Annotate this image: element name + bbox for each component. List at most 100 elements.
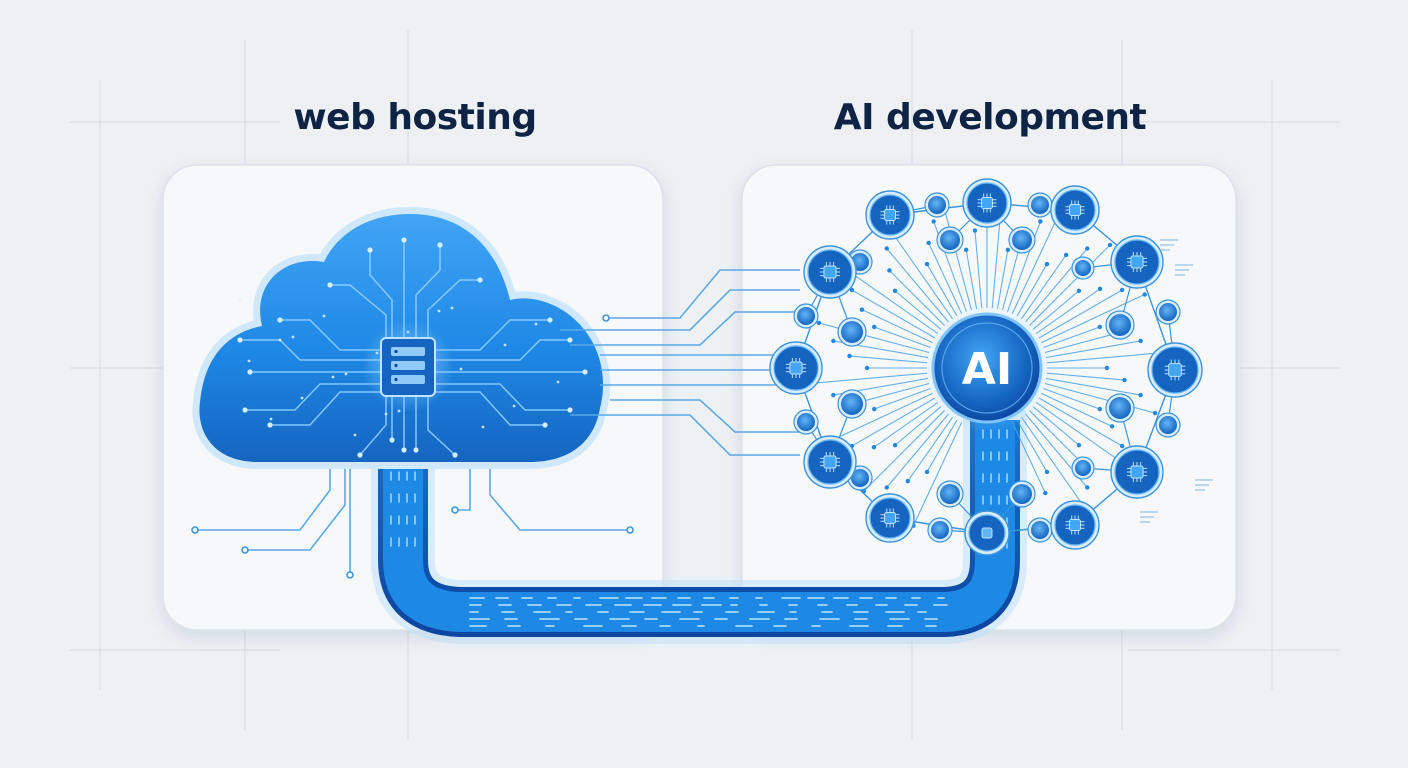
chip-icon	[1069, 519, 1081, 531]
trace-node	[389, 437, 395, 443]
sparkle	[269, 417, 273, 421]
hub-ray	[874, 326, 931, 348]
ray-tip	[831, 338, 836, 344]
trace-node	[247, 369, 253, 375]
ai-hub: AI	[921, 302, 1053, 434]
sparkle	[247, 359, 251, 363]
cloud-trace	[435, 339, 570, 361]
network-node-core	[1109, 397, 1131, 419]
hub-ray	[941, 199, 973, 311]
network-node-core	[797, 307, 815, 325]
network-node-core	[1031, 196, 1049, 214]
cloud-trace	[435, 383, 570, 411]
hub-ray	[1044, 331, 1121, 354]
hub-ray	[1043, 388, 1100, 410]
ray-tip	[892, 288, 898, 294]
hub-ray	[853, 382, 930, 405]
hub-ray	[874, 388, 931, 410]
trace-node	[327, 282, 333, 288]
left-trace-ends	[191, 506, 634, 579]
ray-tip	[1152, 410, 1158, 416]
sparkle	[534, 322, 538, 326]
sparkle	[437, 309, 441, 313]
ray-tip	[1142, 292, 1147, 297]
hub-ray	[1020, 416, 1088, 511]
network-node-core	[851, 469, 869, 487]
ray-tip	[931, 219, 936, 224]
hub-ray	[886, 413, 949, 488]
trace-node	[567, 337, 573, 343]
chip-icon	[1130, 255, 1144, 269]
sparkle	[278, 338, 282, 342]
chip-icon	[789, 361, 803, 375]
ray-tip	[816, 320, 822, 326]
ray-tip	[963, 247, 969, 253]
hub-ray	[813, 372, 928, 384]
ray-tip	[1109, 424, 1115, 429]
bridge-port	[602, 314, 610, 322]
trace-node	[567, 407, 573, 413]
hub-ray	[1045, 340, 1141, 359]
ray-tip	[887, 268, 892, 273]
hub-ray	[1044, 382, 1156, 414]
hub-ray	[1032, 406, 1080, 446]
hub-ray	[1038, 397, 1123, 447]
ray-tip	[1076, 442, 1082, 448]
hub-ray	[1046, 352, 1161, 364]
chip-icon	[1130, 465, 1144, 479]
network-node-core	[1109, 314, 1131, 336]
ray-tip	[872, 406, 877, 412]
ray-tip	[926, 240, 931, 246]
ray-tip	[1063, 252, 1069, 258]
ray-tip	[1097, 406, 1102, 412]
network-node-core	[928, 196, 946, 214]
sparkle	[353, 433, 357, 437]
ray-tip	[1085, 485, 1090, 490]
cloud-trace	[435, 391, 545, 426]
ray-tip	[864, 365, 870, 371]
ray-tip	[1005, 247, 1011, 253]
sparkle	[238, 298, 242, 302]
hub-ray	[851, 289, 936, 339]
ray-tip	[1104, 365, 1110, 371]
hub-ray	[1041, 293, 1145, 344]
hub-ray	[1045, 377, 1141, 396]
network-node-core	[1031, 521, 1049, 539]
ray-tip	[1085, 246, 1090, 251]
sparkle	[481, 425, 485, 429]
hub-ray	[1041, 392, 1113, 427]
trace-node	[413, 447, 419, 453]
ray-tip	[924, 261, 930, 267]
hub-ray	[996, 249, 1009, 310]
network-node-core	[940, 484, 960, 504]
hub-ray	[1035, 288, 1101, 335]
hub-ray	[894, 406, 942, 446]
hub-ray	[844, 267, 939, 335]
chip-icon	[981, 197, 993, 209]
hub-ray	[1020, 254, 1067, 320]
hub-ray	[1046, 372, 1125, 381]
trace-node	[357, 452, 363, 458]
ray-tip	[1044, 469, 1050, 475]
sparkle	[512, 404, 516, 408]
hub-ray	[886, 248, 949, 323]
ray-tip	[847, 353, 852, 359]
cloud-trace	[427, 279, 480, 338]
ray-tip	[1138, 338, 1143, 344]
ray-tip	[1107, 242, 1113, 248]
ray-tip	[831, 392, 836, 398]
hub-ray	[863, 410, 945, 492]
ray-tip	[1043, 490, 1048, 496]
hub-ray	[886, 225, 954, 320]
hub-ray	[851, 397, 936, 447]
cloud-trace	[245, 383, 381, 411]
ray-tip	[1119, 443, 1125, 449]
hub-ray	[926, 419, 958, 473]
network-node-core	[1159, 416, 1177, 434]
hub-ray	[1032, 290, 1080, 330]
ray-tip	[1076, 288, 1082, 294]
network-node-core	[1075, 460, 1091, 476]
ray-tip	[1138, 392, 1143, 398]
network-node-core	[1159, 303, 1177, 321]
chip-icon	[884, 209, 896, 221]
